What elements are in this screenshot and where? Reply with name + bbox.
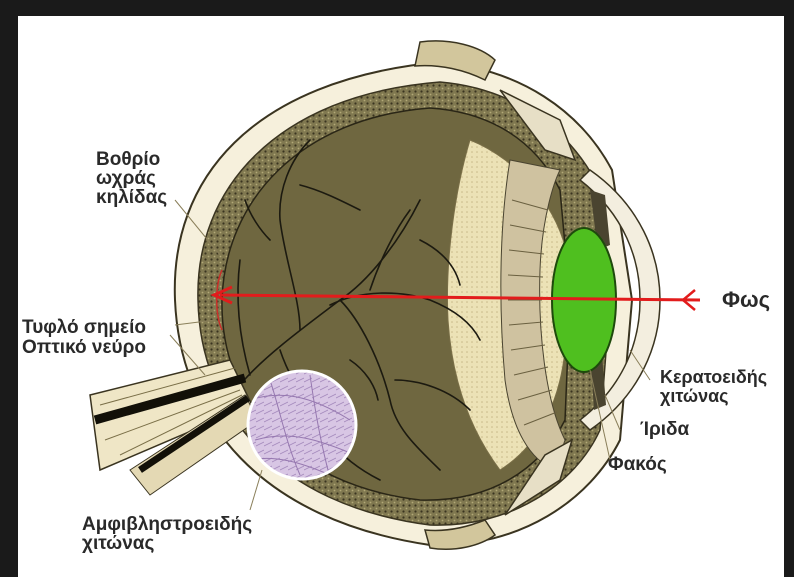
- label-optic-nerve: Οπτικό νεύρο: [22, 338, 146, 357]
- label-retina: Αμφιβληστροειδής χιτώνας: [82, 515, 252, 553]
- label-blind-spot: Τυφλό σημείο: [22, 318, 146, 337]
- label-iris: Ίριδα: [640, 420, 689, 439]
- label-lens: Φακός: [608, 455, 667, 474]
- label-fovea: Βοθρίο ωχράς κηλίδας: [96, 150, 167, 207]
- label-cornea: Κερατοειδής χιτώνας: [660, 368, 767, 406]
- label-light: Φως: [722, 290, 770, 309]
- retina-magnifier: [248, 371, 356, 479]
- optic-nerve-bundle: [90, 360, 258, 495]
